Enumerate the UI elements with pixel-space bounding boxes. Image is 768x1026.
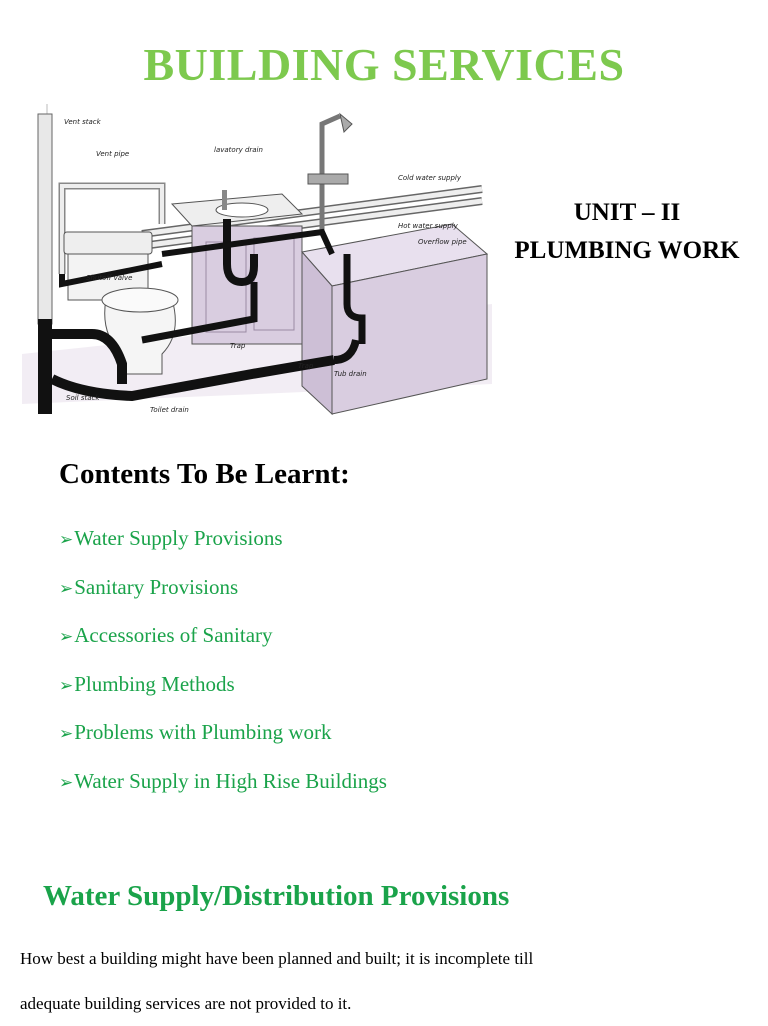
label-overflow-pipe: Overflow pipe bbox=[418, 238, 467, 246]
contents-list: ➢Water Supply Provisions ➢Sanitary Provi… bbox=[59, 522, 387, 814]
label-trap-1: Trap bbox=[230, 342, 246, 350]
page-title: BUILDING SERVICES bbox=[143, 39, 625, 90]
label-vent-pipe: Vent pipe bbox=[96, 150, 129, 158]
label-lavatory-drain: lavatory drain bbox=[214, 146, 263, 154]
arrow-bullet-icon: ➢ bbox=[59, 627, 74, 648]
list-item: ➢Water Supply Provisions bbox=[59, 526, 283, 550]
list-item: ➢Accessories of Sanitary bbox=[59, 623, 273, 648]
label-toilet-drain: Toilet drain bbox=[150, 406, 189, 414]
label-hot-water-supply: Hot water supply bbox=[398, 222, 459, 230]
label-soil-stack: Soil stack bbox=[66, 394, 100, 402]
list-item: ➢Water Supply in High Rise Buildings bbox=[59, 768, 387, 793]
unit-heading: UNIT – II PLUMBING WORK bbox=[492, 194, 762, 270]
paragraph-line: How best a building might have been plan… bbox=[20, 949, 534, 968]
plumbing-diagram: Vent stack Vent pipe lavatory drain Cold… bbox=[22, 104, 492, 416]
label-vent-stack: Vent stack bbox=[64, 118, 102, 126]
label-tub-drain: Tub drain bbox=[334, 370, 367, 378]
arrow-bullet-icon: ➢ bbox=[59, 724, 74, 745]
label-shutoff-valve: Shutoff valve bbox=[86, 274, 132, 282]
unit-title: PLUMBING WORK bbox=[514, 237, 740, 264]
list-item: ➢Sanitary Provisions bbox=[59, 574, 239, 599]
unit-number: UNIT – II bbox=[573, 199, 681, 226]
section-paragraph: How best a building might have been plan… bbox=[20, 936, 740, 1026]
section-heading: Water Supply/Distribution Provisions bbox=[43, 880, 510, 912]
paragraph-line: adequate building services are not provi… bbox=[20, 994, 352, 1013]
arrow-bullet-icon: ➢ bbox=[59, 578, 74, 599]
list-item: ➢Plumbing Methods bbox=[59, 671, 235, 696]
list-item: ➢Problems with Plumbing work bbox=[59, 720, 332, 745]
label-cold-water-supply: Cold water supply bbox=[398, 174, 462, 182]
arrow-bullet-icon: ➢ bbox=[59, 530, 74, 550]
arrow-bullet-icon: ➢ bbox=[59, 675, 74, 696]
contents-heading: Contents To Be Learnt: bbox=[59, 458, 350, 490]
label-trap-2: Trap bbox=[298, 362, 314, 370]
arrow-bullet-icon: ➢ bbox=[59, 772, 74, 793]
